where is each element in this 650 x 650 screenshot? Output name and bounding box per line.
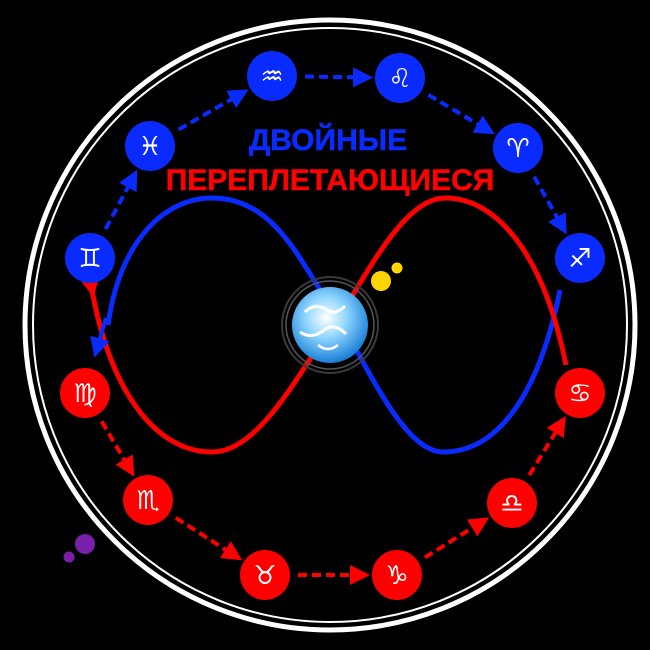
inner-ring xyxy=(32,27,628,623)
blue-sign-pisces: ♓︎ xyxy=(125,121,175,171)
red-arrow-5 xyxy=(527,415,566,476)
blue-arrow-5 xyxy=(532,175,567,235)
cancer-circle xyxy=(555,368,605,418)
blue-arrow-1 xyxy=(103,169,138,230)
blue-arrow-3 xyxy=(304,67,374,88)
blue-arrow-group xyxy=(90,67,567,358)
red-sign-libra: ♎︎ xyxy=(487,478,537,528)
blue-sign-sagittarius: ♐︎ xyxy=(555,233,605,283)
aries-icon: ♈︎ xyxy=(506,134,529,164)
outer-ring xyxy=(22,17,638,633)
libra-icon: ♎︎ xyxy=(500,489,523,519)
cancer-icon: ♋︎ xyxy=(568,379,591,409)
red-sign-capricorn: ♑︎ xyxy=(372,550,422,600)
red-sign-scorpio: ♏︎ xyxy=(123,475,173,525)
blue-arrow-2 xyxy=(177,89,249,132)
red-arrow-4 xyxy=(423,517,490,560)
pisces-icon: ♓︎ xyxy=(138,132,161,162)
virgo-icon: ♍︎ xyxy=(73,379,96,409)
red-sign-taurus: ♉︎ xyxy=(240,550,290,600)
purple-planet-large xyxy=(75,534,95,554)
title-line-2: ПЕРЕПЛЕТАЮЩИЕСЯ xyxy=(166,164,495,197)
leo-icon: ♌︎ xyxy=(388,64,411,94)
sun-small xyxy=(391,262,403,274)
gemini-circle xyxy=(65,233,115,283)
blue-sign-gemini: ♊︎ xyxy=(65,233,115,283)
scorpio-icon: ♏︎ xyxy=(136,486,159,516)
blue-sign-leo: ♌︎ xyxy=(375,53,425,103)
blue-sign-group: ♊︎ ♓︎ ♒︎ ♌︎ ♈︎ ♐︎ xyxy=(65,51,605,283)
aries-circle xyxy=(493,123,543,173)
red-sign-virgo: ♍︎ xyxy=(60,368,110,418)
title-line-1: ДВОЙНЫЕ xyxy=(249,123,407,157)
red-arrow-group xyxy=(100,415,566,585)
taurus-circle xyxy=(240,550,290,600)
purple-planet-small xyxy=(63,551,75,563)
sagittarius-icon: ♐︎ xyxy=(568,244,591,274)
gemini-icon: ♊︎ xyxy=(78,244,101,274)
libra-circle xyxy=(487,478,537,528)
sagittarius-circle xyxy=(555,233,605,283)
virgo-circle xyxy=(60,368,110,418)
pisces-circle xyxy=(125,121,175,171)
aquarius-circle xyxy=(247,51,297,101)
leo-circle xyxy=(375,53,425,103)
red-arrow-2 xyxy=(174,516,243,561)
blue-arrow-4 xyxy=(427,93,495,135)
red-sign-cancer: ♋︎ xyxy=(555,368,605,418)
aquarius-icon: ♒︎ xyxy=(260,62,283,92)
scorpio-circle xyxy=(123,475,173,525)
red-sign-group: ♍︎ ♏︎ ♉︎ ♑︎ ♎︎ ♋︎ xyxy=(60,368,605,600)
blue-sign-aquarius: ♒︎ xyxy=(247,51,297,101)
taurus-icon: ♉︎ xyxy=(253,561,276,591)
sun-large xyxy=(371,271,391,291)
blue-sign-aries: ♈︎ xyxy=(493,123,543,173)
blue-curve-arrowhead xyxy=(90,317,110,358)
earth-icon xyxy=(281,276,379,374)
capricorn-icon: ♑︎ xyxy=(385,561,408,591)
red-arrow-1 xyxy=(100,420,135,477)
capricorn-circle xyxy=(372,550,422,600)
